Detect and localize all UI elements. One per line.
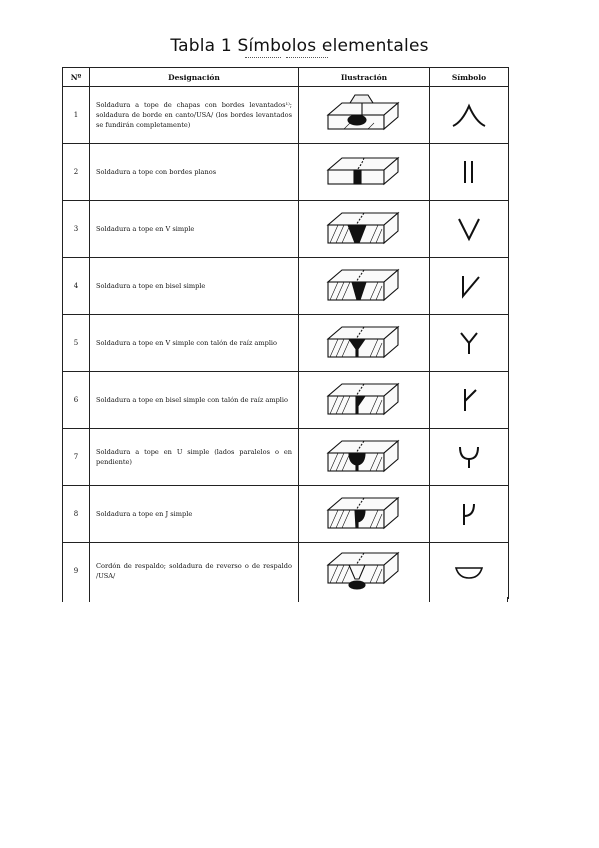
- row-number: 5: [62, 314, 90, 372]
- row-designation: Soldadura a tope en V simple: [89, 200, 299, 258]
- row-number: 4: [62, 257, 90, 315]
- row-designation: Soldadura a tope en bisel simple: [89, 257, 299, 315]
- bevel-root-symbol: [429, 371, 509, 429]
- table-border-tail: [89, 597, 90, 602]
- row-number: 3: [62, 200, 90, 258]
- bevel-broad-root-weld-illustration: [298, 371, 430, 429]
- single-u-symbol: [429, 428, 509, 486]
- row-number: 1: [62, 86, 90, 144]
- row-number: 2: [62, 143, 90, 201]
- row-designation: Soldadura a tope con bordes planos: [89, 143, 299, 201]
- table-row: 2 Soldadura a tope con bordes planos: [62, 143, 509, 201]
- header-designation: Designación: [89, 67, 299, 87]
- single-v-symbol: [429, 200, 509, 258]
- row-number: 8: [62, 485, 90, 543]
- table-row: 4 Soldadura a tope en bisel simple: [62, 257, 509, 315]
- backing-run-weld-illustration: [298, 542, 430, 599]
- header-illustration: Ilustración: [298, 67, 430, 87]
- raised-edge-symbol: [429, 86, 509, 144]
- table-row: 3 Soldadura a tope en V simple: [62, 200, 509, 258]
- title-underline: [286, 57, 328, 58]
- table-row: 8 Soldadura a tope en J simple: [62, 485, 509, 543]
- table-row: 6 Soldadura a tope en bisel simple con t…: [62, 371, 509, 429]
- square-butt-symbol: [429, 143, 509, 201]
- v-broad-root-weld-illustration: [298, 314, 430, 372]
- table-header-row: Nº Designación Ilustración Símbolo: [62, 67, 509, 87]
- row-designation: Soldadura a tope en bisel simple con tal…: [89, 371, 299, 429]
- row-designation: Soldadura a tope en U simple (lados para…: [89, 428, 299, 486]
- table-row: 7 Soldadura a tope en U simple (lados pa…: [62, 428, 509, 486]
- row-number: 6: [62, 371, 90, 429]
- single-bevel-weld-illustration: [298, 257, 430, 315]
- table-border-tail: [429, 597, 430, 602]
- page-title: Tabla 1 Símbolos elementales: [170, 36, 429, 56]
- table-border-tail: [298, 597, 299, 602]
- raised-edge-weld-illustration: [298, 86, 430, 144]
- single-u-weld-illustration: [298, 428, 430, 486]
- single-j-weld-illustration: [298, 485, 430, 543]
- header-symbol: Símbolo: [429, 67, 509, 87]
- row-number: 7: [62, 428, 90, 486]
- header-num: Nº: [62, 67, 90, 87]
- row-number: 9: [62, 542, 90, 599]
- table-row: 5 Soldadura a tope en V simple con talón…: [62, 314, 509, 372]
- square-butt-weld-illustration: [298, 143, 430, 201]
- row-designation: Soldadura a tope de chapas con bordes le…: [89, 86, 299, 144]
- table-row: 9 Cordón de respaldo; soldadura de rever…: [62, 542, 509, 599]
- table-border-tail: [507, 597, 508, 602]
- backing-run-symbol: [429, 542, 509, 599]
- row-designation: Soldadura a tope en J simple: [89, 485, 299, 543]
- single-v-weld-illustration: [298, 200, 430, 258]
- single-bevel-symbol: [429, 257, 509, 315]
- table-border-tail: [62, 597, 63, 602]
- row-designation: Cordón de respaldo; soldadura de reverso…: [89, 542, 299, 599]
- symbols-table: Nº Designación Ilustración Símbolo 1 Sol…: [62, 67, 509, 599]
- single-j-symbol: [429, 485, 509, 543]
- y-symbol: [429, 314, 509, 372]
- title-underline: [245, 57, 281, 58]
- table-row: 1 Soldadura a tope de chapas con bordes …: [62, 86, 509, 144]
- row-designation: Soldadura a tope en V simple con talón d…: [89, 314, 299, 372]
